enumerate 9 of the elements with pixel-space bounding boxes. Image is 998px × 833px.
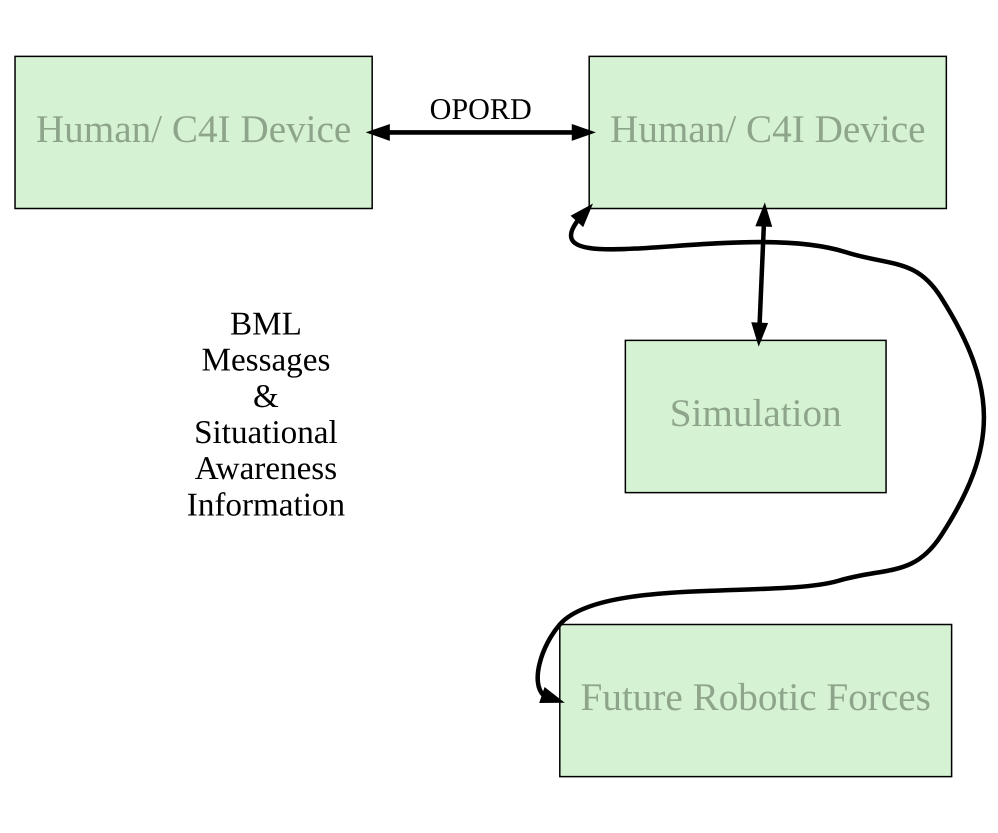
edge-label: OPORD (429, 92, 532, 126)
node-box: Simulation (624, 340, 886, 494)
arrow (365, 124, 596, 141)
label: BML Messages & Situational Awareness Information (186, 306, 345, 524)
node-box: Human/ C4I Device (14, 56, 372, 210)
arrow (535, 203, 986, 704)
node-box: Human/ C4I Device (588, 56, 947, 210)
node-box: Future Robotic Forces (558, 624, 952, 778)
arrow (750, 202, 772, 347)
